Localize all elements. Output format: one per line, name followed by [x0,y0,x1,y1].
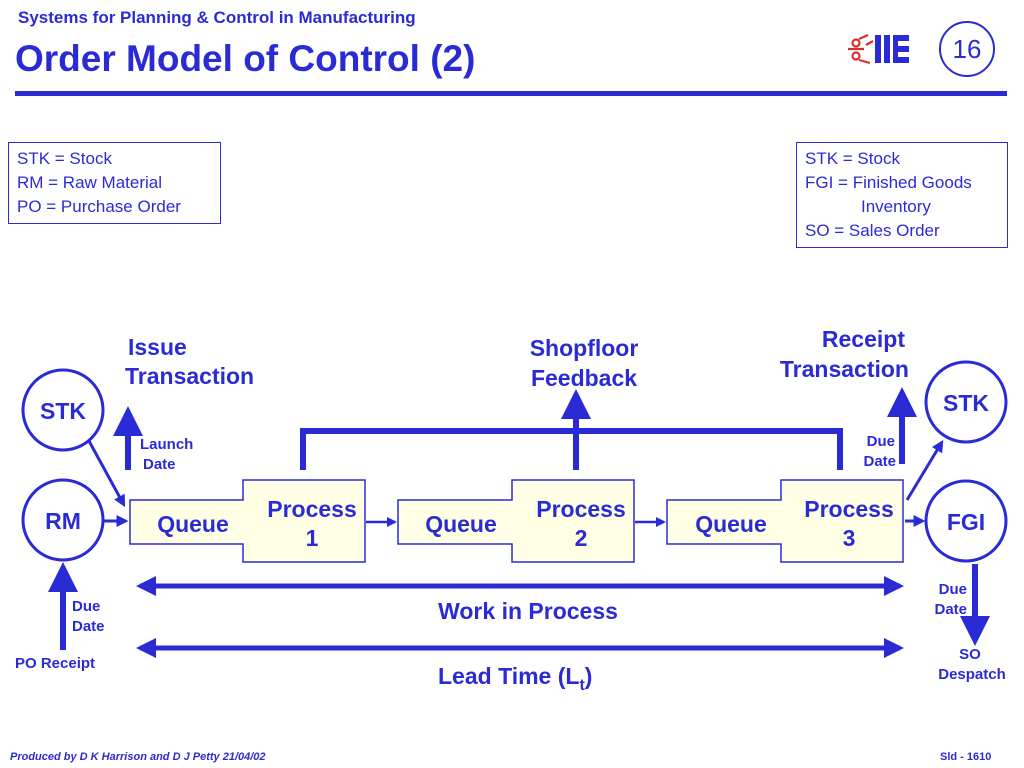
po-receipt-label: PO Receipt [15,655,95,672]
footer-credit: Produced by D K Harrison and D J Petty 2… [10,751,266,763]
header-subtitle: Systems for Planning & Control in Manufa… [18,8,416,27]
process-3-number: 3 [843,525,856,551]
iie-logo: IIE [846,33,934,70]
process-2-number: 2 [575,525,588,551]
issue-transaction-label: Transaction [125,363,254,389]
legend-right: STK = Stock FGI = Finished Goods Invento… [796,142,1008,248]
shopfloor-feedback-label: Shopfloor [530,335,639,361]
so-despatch-label: SO [959,646,981,663]
rm-due-date-label: Date [72,618,105,635]
rm-label: RM [45,508,81,534]
rm-node: RM [21,478,105,562]
process-1-label: Process [267,496,357,522]
legend-left-line: RM = Raw Material [17,173,163,192]
legend-left-line: PO = Purchase Order [17,197,181,216]
page-number-badge: 16 [939,21,995,77]
queue-label: Queue [695,511,767,537]
legend-right-line: FGI = Finished Goods [805,173,972,192]
process-stage-1: Queue Process 1 [129,479,366,563]
fgi-due-date-label: Date [934,601,967,618]
fgi-label: FGI [947,509,985,535]
legend-right-line: SO = Sales Order [805,221,940,240]
receipt-due-date-label: Date [863,453,896,470]
title-divider [15,91,1007,96]
legend-left: STK = Stock RM = Raw Material PO = Purch… [8,142,221,224]
stk-left-label: STK [40,398,86,424]
receipt-transaction-label: Receipt [822,326,905,352]
process-to-stk-arrow [905,439,944,501]
lead-time-label: Lead Time (Lt) [438,663,592,694]
fgi-node: FGI [924,479,1008,563]
shopfloor-feedback-label: Feedback [531,365,637,391]
launch-date-label: Launch [140,436,193,453]
legend-left-line: STK = Stock [17,149,112,168]
issue-transaction-label: Issue [128,334,187,360]
stk-right-label: STK [943,390,989,416]
legend-right-line: Inventory [861,197,931,216]
so-despatch-label: Despatch [938,666,1006,683]
stk-left-node: STK [21,368,105,452]
receipt-due-date-label: Due [867,433,895,450]
wip-label: Work in Process [438,598,618,624]
process-stage-3: Queue Process 3 [666,479,904,563]
logo-text: IIE [921,56,923,58]
page-title: Order Model of Control (2) [15,38,476,79]
queue-label: Queue [157,511,229,537]
process-1-number: 1 [306,525,319,551]
process-stage-2: Queue Process 2 [397,479,635,563]
shopfloor-feedback-bracket [300,428,843,470]
stk-right-node: STK [924,360,1008,444]
fgi-due-date-label: Due [939,581,967,598]
queue-label: Queue [425,511,497,537]
launch-date-label: Date [143,456,176,473]
legend-right-line: STK = Stock [805,149,900,168]
process-2-label: Process [536,496,626,522]
stk-to-queue-arrow [87,440,126,508]
receipt-transaction-label: Transaction [780,356,909,382]
rm-due-date-label: Due [72,598,100,615]
process-3-label: Process [804,496,894,522]
slide-number: Sld - 1610 [940,751,992,763]
